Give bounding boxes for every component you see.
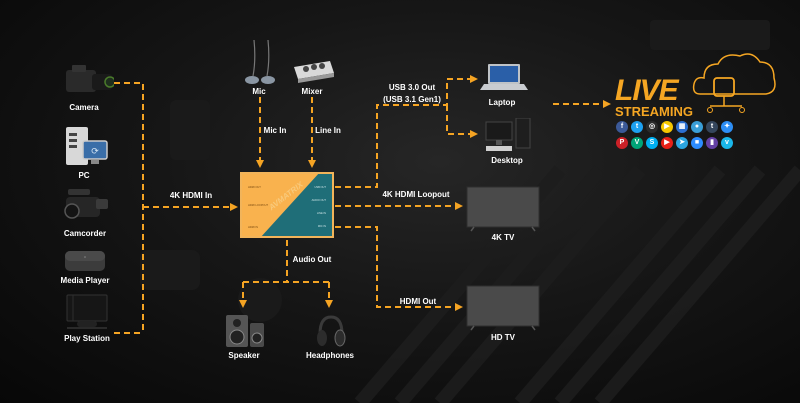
usb-out-line1: USB 3.0 Out — [388, 83, 436, 92]
tumblr-icon: t — [706, 121, 718, 133]
mic-in-label: Mic In — [263, 126, 287, 135]
port-hdmi-in: HDMI IN — [248, 226, 258, 229]
headphones-icon — [317, 315, 346, 347]
desktop-icon — [485, 118, 531, 151]
speaker-label: Speaker — [228, 351, 260, 360]
speaker-icon — [226, 315, 264, 347]
obs-icon: ◎ — [646, 121, 658, 133]
arrow-mic-in — [256, 160, 264, 168]
mixer-label: Mixer — [301, 87, 323, 96]
arrow-live-stream — [603, 100, 611, 108]
twitch-icon: ▮ — [706, 137, 718, 149]
usb-out-line2: (USB 3.1 Gen1) — [383, 95, 441, 104]
cloud-network-icon — [692, 53, 776, 113]
arrow-line-in — [308, 160, 316, 168]
headphones-label: Headphones — [305, 351, 355, 360]
media-player-icon — [65, 251, 105, 271]
mic-label: Mic — [252, 87, 266, 96]
pc-icon: ⟳ — [66, 127, 108, 165]
device-split-background — [261, 174, 332, 236]
svg-text:⟳: ⟳ — [91, 146, 99, 156]
mixer-icon — [294, 61, 334, 83]
arrow-laptop — [470, 75, 478, 83]
hdmi-out-label: HDMI Out — [399, 297, 437, 306]
facebook-icon: f — [616, 121, 628, 133]
microphone-icon — [245, 40, 275, 84]
streaming-title: STREAMING — [615, 104, 693, 119]
input-camera-label: Camera — [69, 103, 99, 112]
port-audio-out: AUDIO OUT — [311, 199, 326, 202]
play-station-icon — [66, 294, 108, 329]
zoom-icon: ■ — [691, 137, 703, 149]
laptop-icon — [480, 64, 528, 90]
periscope-icon: ● — [691, 121, 703, 133]
wire-desktop — [446, 105, 470, 135]
vine-icon: V — [631, 137, 643, 149]
wire-usb-out — [335, 78, 470, 188]
hdmi-in-label: 4K HDMI In — [169, 191, 213, 200]
laptop-label: Laptop — [488, 98, 516, 107]
port-line-in: LINE IN — [316, 212, 326, 215]
avmatrix-capture-device: HDMI OUT HDMI LOOPOUT HDMI IN USB OUT AU… — [240, 172, 334, 238]
audio-out-label: Audio Out — [292, 255, 332, 264]
arrow-hd-tv — [455, 303, 463, 311]
grid-app-icon: ▦ — [676, 121, 688, 133]
input-media-player-label: Media Player — [60, 276, 110, 285]
hd-tv-label: HD TV — [491, 333, 515, 342]
input-camcorder-label: Camcorder — [63, 229, 107, 238]
input-play-station-label: Play Station — [64, 334, 110, 343]
youtube-icon: ▶ — [661, 137, 673, 149]
wire-hdmi-out — [335, 226, 455, 308]
hdmi-loopout-label: 4K HDMI Loopout — [382, 190, 450, 199]
port-hdmi-loopout: HDMI LOOPOUT — [248, 204, 269, 207]
port-mic-in: MIC IN — [317, 225, 326, 228]
messenger-icon: ✦ — [721, 121, 733, 133]
camcorder-icon — [64, 189, 108, 219]
usb-out-label: USB 3.0 Out (USB 3.1 Gen1) — [383, 82, 441, 106]
desktop-label: Desktop — [491, 156, 523, 165]
live-title: LIVE — [615, 74, 679, 107]
arrow-speaker — [239, 300, 247, 308]
youtube-gaming-icon: ▶ — [661, 121, 673, 133]
wire-audio-out — [242, 240, 330, 300]
skype-icon: S — [646, 137, 658, 149]
vimeo-icon: v — [721, 137, 733, 149]
port-hdmi-out: HDMI OUT — [248, 186, 261, 189]
arrow-hdmi-in — [230, 203, 238, 211]
4k-tv-label: 4K TV — [491, 233, 515, 242]
camera-icon — [66, 65, 114, 92]
input-pc-label: PC — [78, 171, 90, 180]
arrow-desktop — [470, 130, 478, 138]
port-usb-out: USB OUT — [314, 186, 326, 189]
telegram-icon: ➤ — [676, 137, 688, 149]
arrow-headphones — [325, 300, 333, 308]
pinterest-icon: P — [616, 137, 628, 149]
wire-camera — [114, 82, 144, 333]
twitter-icon: t — [631, 121, 643, 133]
4k-tv-icon — [466, 186, 540, 232]
line-in-label: Line In — [315, 126, 341, 135]
arrow-4k-tv — [455, 202, 463, 210]
hd-tv-icon — [466, 285, 540, 331]
